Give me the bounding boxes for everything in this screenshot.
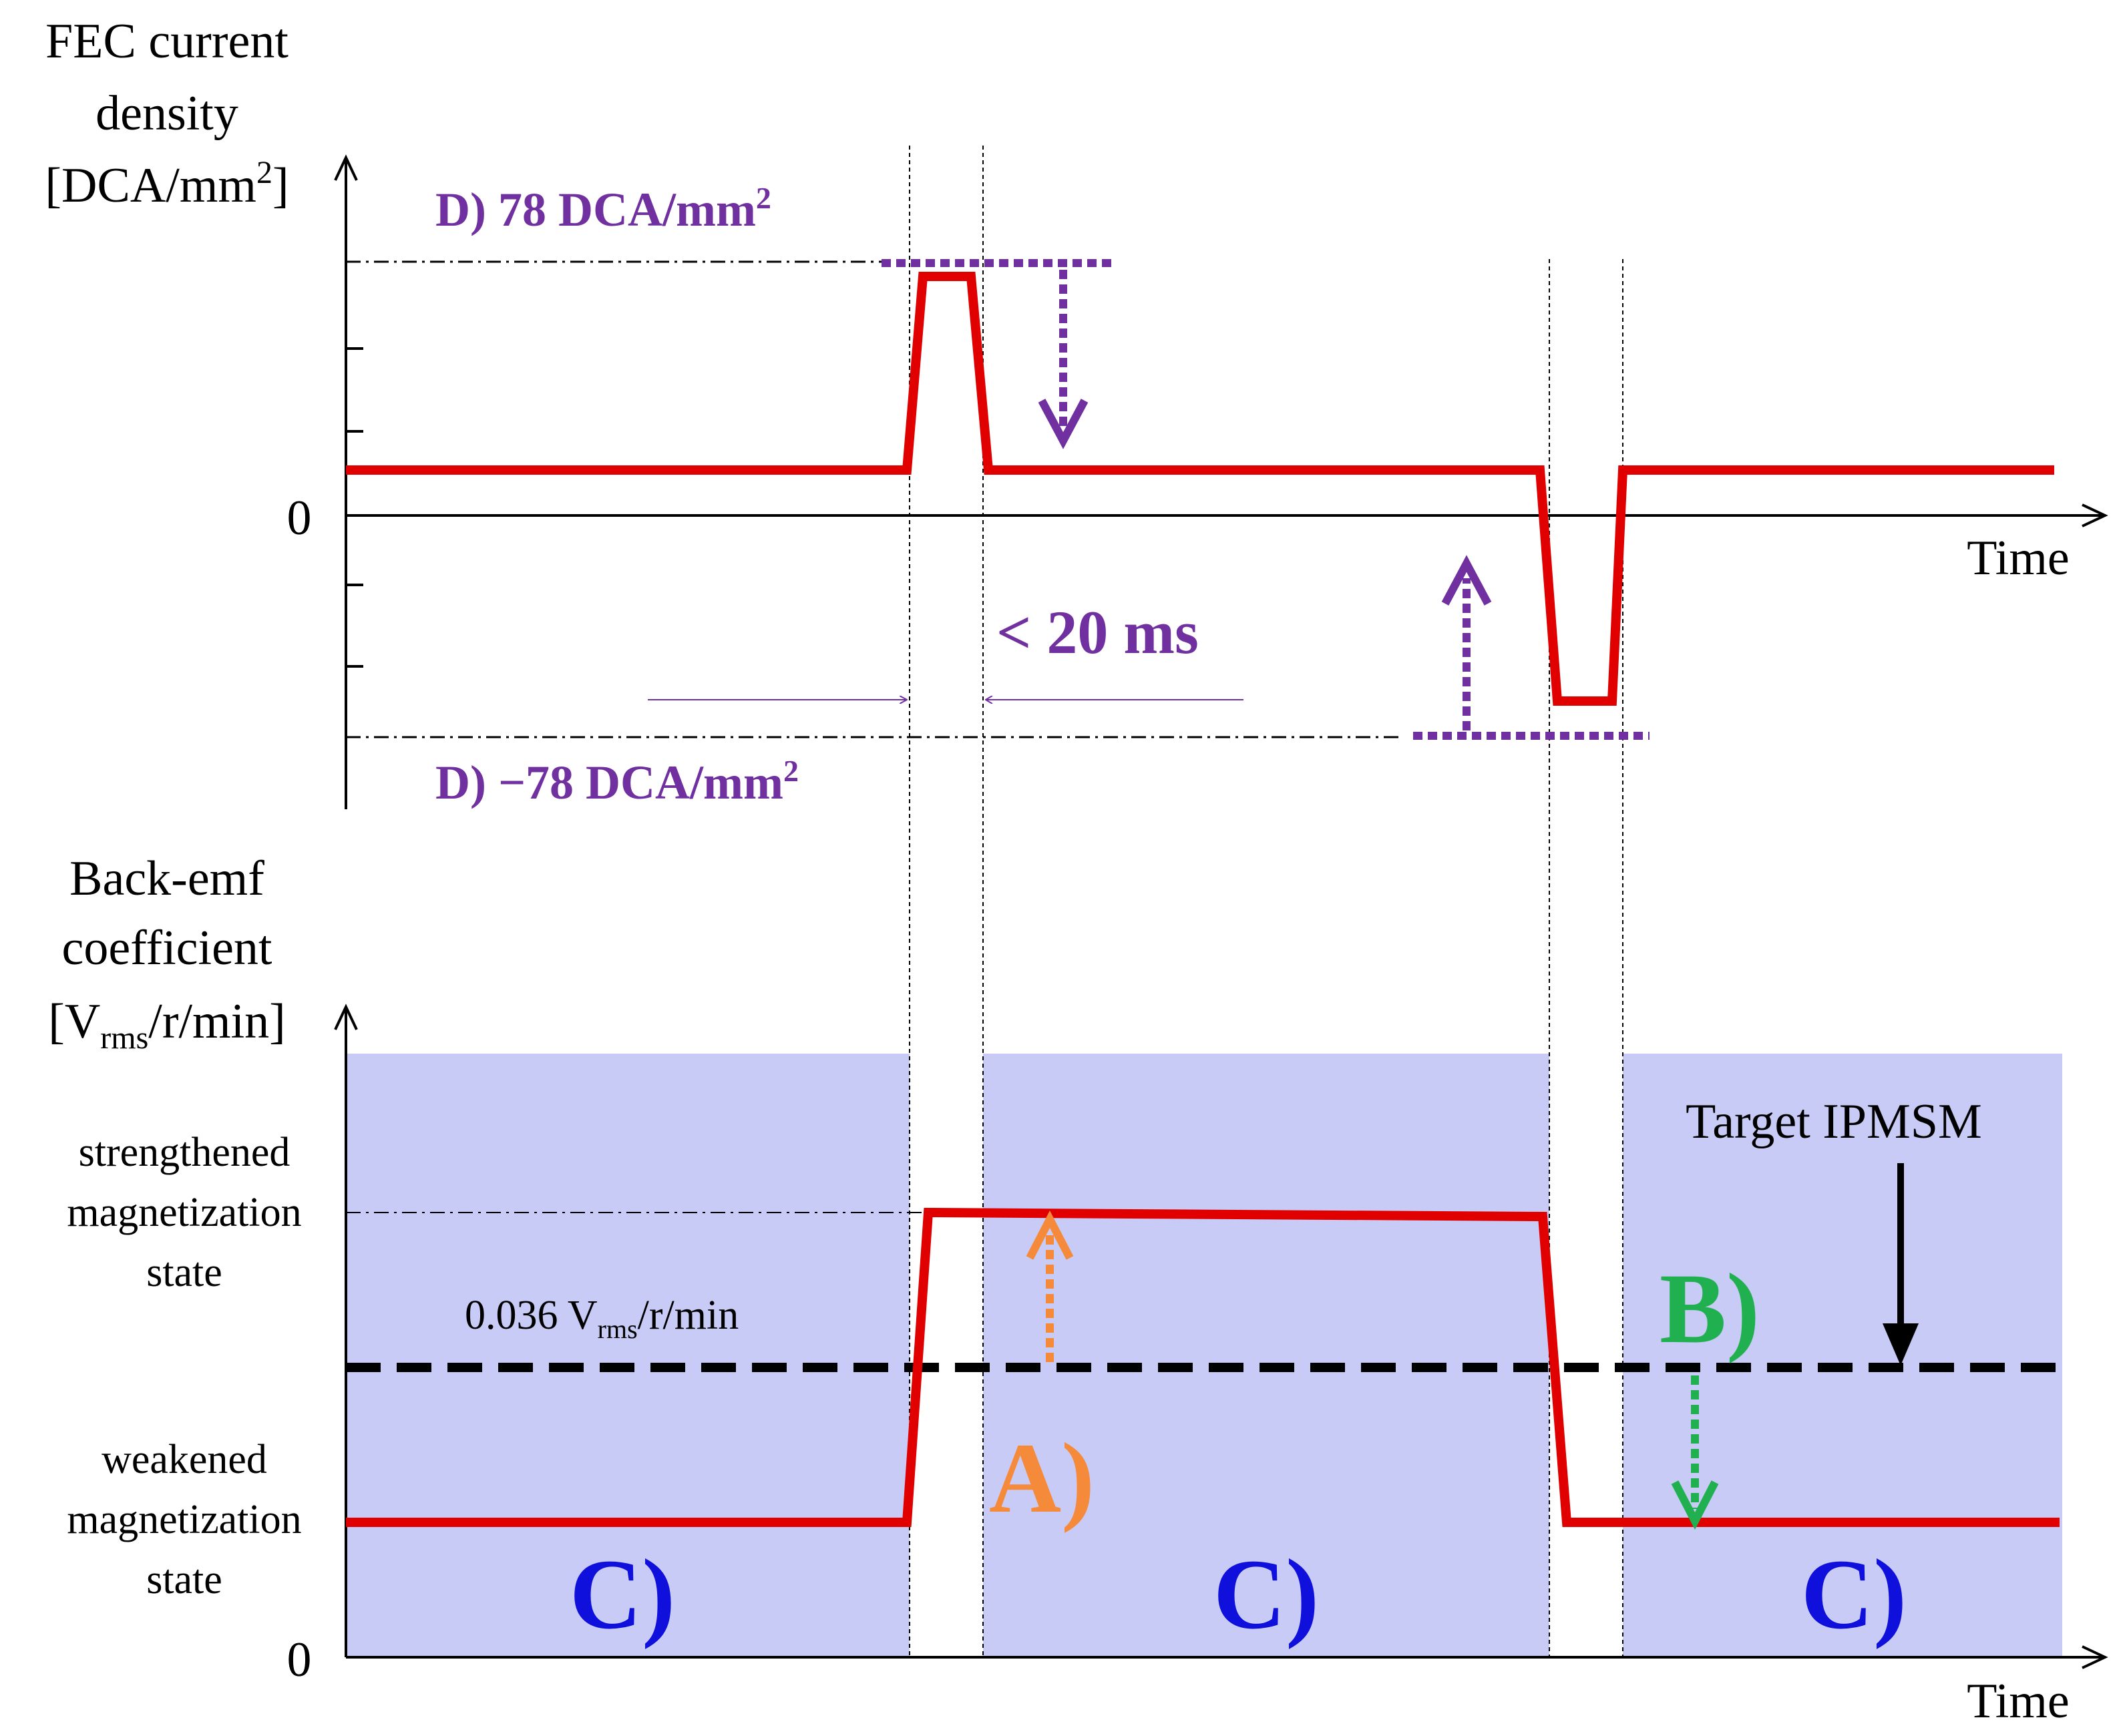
top-x-axis-arrow-icon (2082, 503, 2108, 527)
top-y-label-unit: [DCA/mm2] (45, 155, 288, 213)
shade-region-2 (983, 1054, 1549, 1657)
shade-region-3 (1623, 1054, 2062, 1657)
label-c-2: C) (1213, 1539, 1319, 1650)
strengthened-line-3: state (146, 1250, 222, 1295)
weakened-line-2: magnetization (67, 1497, 301, 1542)
down-arrow-icon (1038, 399, 1089, 449)
top-y-label-line-2: density (95, 86, 238, 141)
strengthened-line-1: strengthened (79, 1130, 291, 1175)
target-arrow-icon (1882, 1323, 1919, 1366)
label-positive-density: D) 78 DCA/mm2 (435, 181, 771, 236)
bottom-y-label-line-2: coefficient (61, 921, 272, 975)
magnetization-shading (346, 1054, 2062, 1657)
threshold-label: 0.036 Vrms/r/min (465, 1293, 739, 1344)
label-negative-density: D) −78 DCA/mm2 (435, 754, 799, 809)
bottom-x-axis-arrow-icon (2082, 1645, 2108, 1669)
top-y-axis-arrow-icon (334, 154, 358, 181)
bottom-y-label-line-1: Back-emf (69, 851, 264, 906)
top-panel: FEC current density [DCA/mm2] 0 Time D) … (45, 14, 2108, 809)
b-down-arrow-icon (1671, 1480, 1719, 1530)
bottom-zero-label: 0 (287, 1633, 312, 1687)
weakened-line-3: state (146, 1557, 222, 1602)
label-c-3: C) (1801, 1539, 1907, 1650)
label-b: B) (1660, 1253, 1760, 1364)
top-y-label-line-1: FEC current (45, 14, 288, 69)
strengthened-line-2: magnetization (67, 1190, 301, 1235)
label-c-1: C) (570, 1539, 675, 1650)
a-up-arrow-icon (1026, 1210, 1074, 1260)
shade-region-1 (346, 1054, 910, 1657)
fec-current-waveform (346, 272, 2054, 706)
bottom-y-label-unit: [Vrms/r/min] (48, 994, 286, 1056)
bottom-x-label: Time (1967, 1674, 2070, 1729)
top-x-label: Time (1967, 531, 2070, 586)
bottom-y-axis-arrow-icon (334, 1004, 358, 1030)
label-a: A) (989, 1423, 1095, 1534)
pulse-width-label: < 20 ms (996, 598, 1199, 666)
up-arrow-icon (1441, 555, 1492, 606)
weakened-line-1: weakened (102, 1437, 267, 1482)
bottom-panel: Back-emf coefficient [Vrms/r/min] streng… (48, 851, 2108, 1729)
back-emf-waveform (346, 1207, 2060, 1527)
top-zero-label: 0 (287, 491, 312, 546)
target-ipmsm-label: Target IPMSM (1686, 1094, 1982, 1149)
top-y-ticks (346, 347, 363, 668)
